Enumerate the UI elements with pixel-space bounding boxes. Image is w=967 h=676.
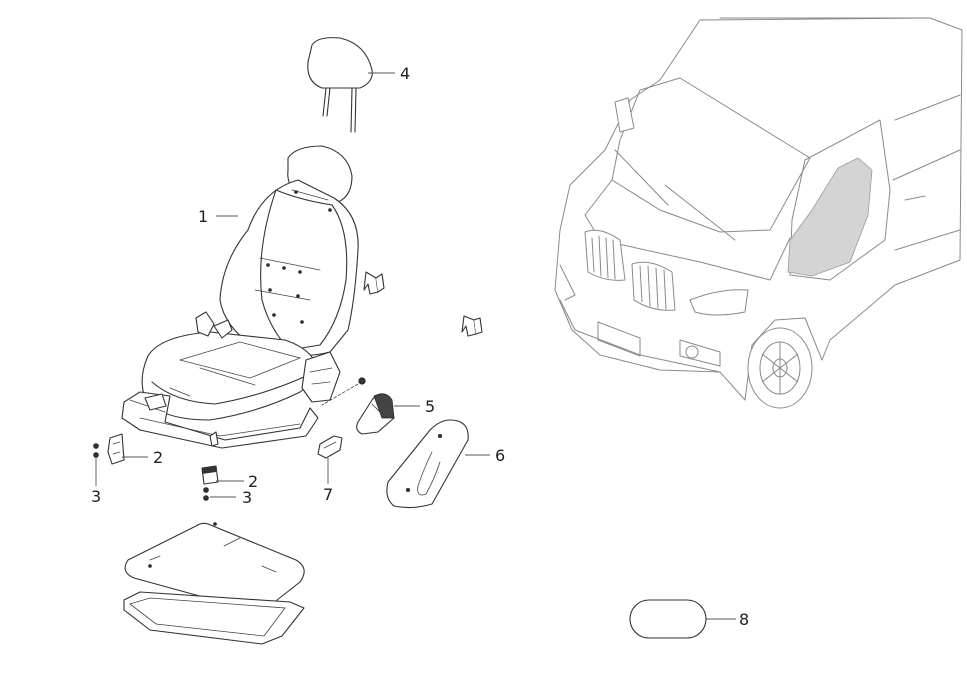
- part-headrest[interactable]: [307, 37, 373, 133]
- van-grille: [584, 229, 676, 311]
- callout-2b: 2: [248, 472, 258, 491]
- seatback-holes: [266, 190, 332, 324]
- part-floor-pad[interactable]: [123, 522, 305, 645]
- callout-3b: 3: [242, 488, 252, 507]
- part-small-cover[interactable]: [317, 435, 343, 459]
- van-wheel: [747, 327, 813, 409]
- callout-3a: 3: [91, 487, 101, 506]
- callout-7: 7: [323, 485, 333, 504]
- callout-1: 1: [198, 207, 208, 226]
- callout-5: 5: [425, 397, 435, 416]
- part-bracket-left[interactable]: [107, 433, 125, 465]
- part-seat-assembly[interactable]: [121, 145, 366, 449]
- part-recliner-handle[interactable]: [356, 393, 395, 435]
- part-oval-marker[interactable]: [629, 599, 707, 639]
- leader-lines: [95, 72, 736, 620]
- part-bracket-center[interactable]: [201, 465, 219, 485]
- callout-labels: 1 4 5 6 7 2 2 3 3 8: [91, 64, 749, 629]
- callout-8: 8: [739, 610, 749, 629]
- callout-6: 6: [495, 446, 505, 465]
- part-clip-upper[interactable]: [363, 271, 385, 295]
- callout-4: 4: [400, 64, 410, 83]
- part-side-trim-cover[interactable]: [386, 419, 469, 509]
- van-seat-highlight: [787, 157, 873, 277]
- part-fastener-left[interactable]: [93, 443, 99, 458]
- part-clip-lower[interactable]: [461, 315, 483, 337]
- callout-2a: 2: [153, 448, 163, 467]
- van-illustration: [554, 17, 963, 409]
- part-fastener-center[interactable]: [203, 487, 209, 501]
